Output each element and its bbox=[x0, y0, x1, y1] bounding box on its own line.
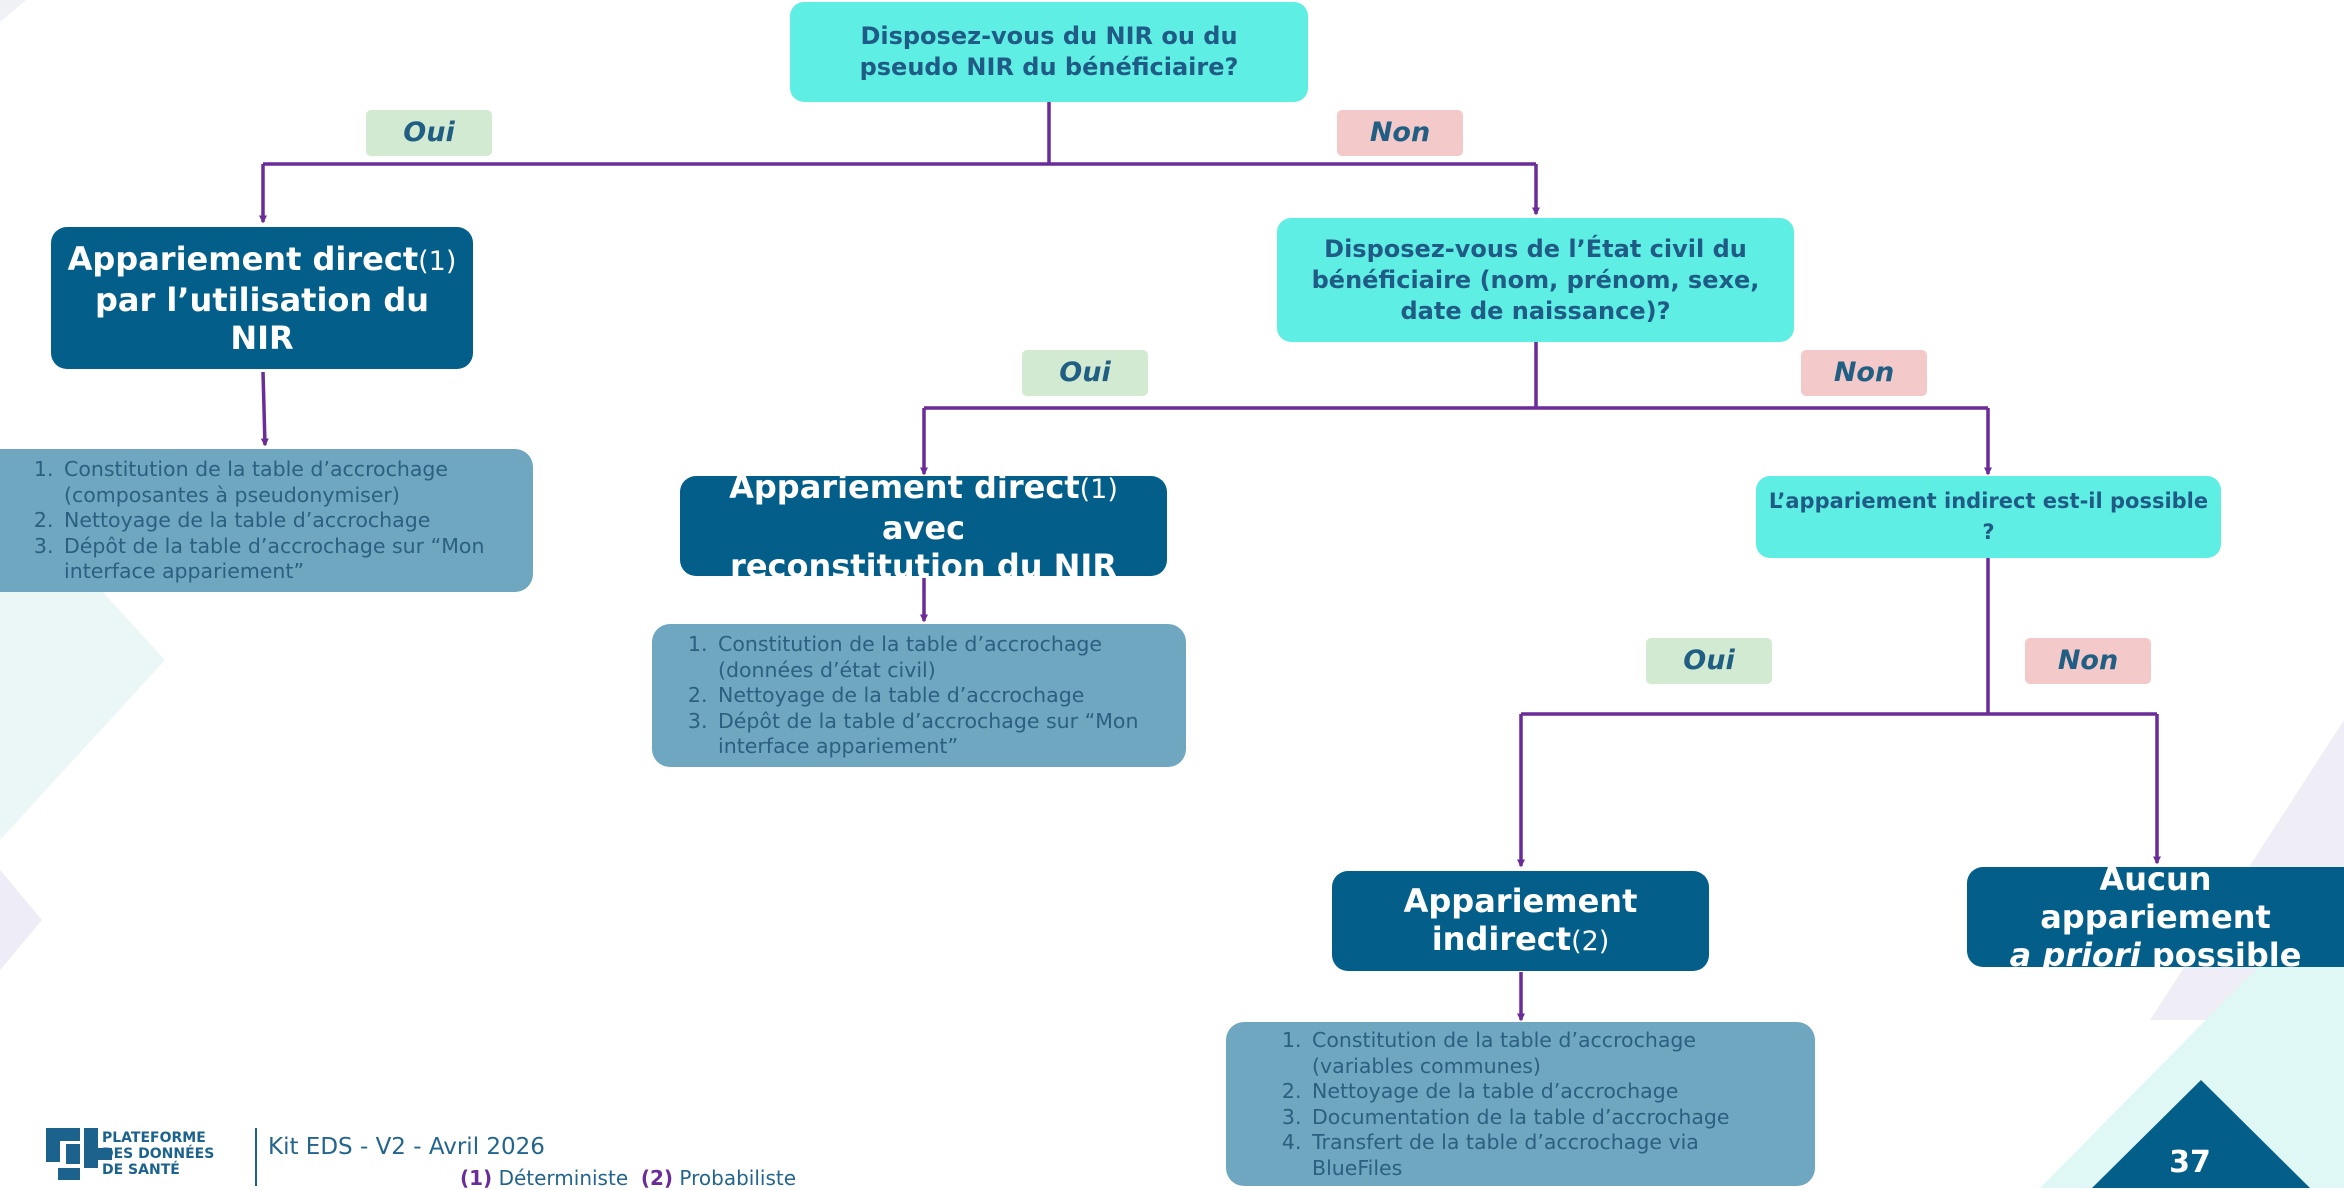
pds-logo-text: PLATEFORME DES DONNÉES DE SANTÉ bbox=[102, 1130, 214, 1178]
footer-divider bbox=[255, 1128, 257, 1186]
footer-legend: (1) Déterministe (2) Probabiliste bbox=[460, 1166, 796, 1190]
result-3-line2: indirect bbox=[1431, 919, 1572, 958]
result-aucun-appariement: Aucun appariement a priori possible bbox=[1967, 860, 2344, 974]
logo-text-line: DES DONNÉES bbox=[102, 1146, 215, 1162]
logo-text-line: DE SANTÉ bbox=[102, 1162, 180, 1178]
list-item: Dépôt de la table d’accrochage sur “Mon … bbox=[60, 534, 513, 585]
legend-2-number: (2) bbox=[640, 1166, 674, 1190]
list-item: Dépôt de la table d’accrochage sur “Mon … bbox=[714, 709, 1166, 760]
question-nir-text: Disposez-vous du NIR ou du pseudo NIR du… bbox=[859, 22, 1239, 81]
page-number-triangle bbox=[2092, 1080, 2310, 1188]
result-2-line2: reconstitution du NIR bbox=[730, 546, 1117, 585]
result-appariement-direct-nir: Appariement direct(1) par l’utilisation … bbox=[51, 227, 473, 369]
tag-oui-q2: Oui bbox=[1022, 350, 1148, 396]
list-item: Transfert de la table d’accrochage via B… bbox=[1308, 1130, 1795, 1181]
tag-non-q1: Non bbox=[1337, 110, 1463, 156]
steps-direct-reconstitution: Constitution de la table d’accrochage (d… bbox=[652, 624, 1186, 767]
tag-non-q2: Non bbox=[1801, 350, 1927, 396]
result-4-line2-rest: possible bbox=[2140, 936, 2302, 974]
list-item: Nettoyage de la table d’accrochage bbox=[60, 508, 513, 534]
page-number: 37 bbox=[2169, 1145, 2211, 1180]
logo-text-line: PLATEFORME bbox=[102, 1130, 206, 1146]
question-etat-civil: Disposez-vous de l’État civil du bénéfic… bbox=[1277, 218, 1794, 342]
steps-direct-nir-list: Constitution de la table d’accrochage (c… bbox=[0, 457, 513, 585]
steps-appariement-indirect: Constitution de la table d’accrochage (v… bbox=[1226, 1022, 1815, 1186]
result-4-line2-italic: a priori bbox=[2009, 936, 2141, 974]
result-1-ref: (1) bbox=[418, 245, 457, 277]
arrow-r1-to-steps1 bbox=[260, 371, 269, 447]
pds-logo-icon bbox=[46, 1128, 112, 1180]
steps-direct-reconstitution-list: Constitution de la table d’accrochage (d… bbox=[652, 632, 1166, 760]
left-diamond-lilac bbox=[0, 870, 42, 970]
result-2-title: Appariement direct bbox=[729, 467, 1080, 506]
result-1-title: Appariement direct bbox=[67, 239, 419, 278]
list-item: Constitution de la table d’accrochage (d… bbox=[714, 632, 1166, 683]
result-appariement-indirect: Appariement indirect(2) bbox=[1332, 871, 1709, 971]
question-etat-civil-text: Disposez-vous de l’État civil du bénéfic… bbox=[1311, 234, 1760, 325]
result-3-ref: (2) bbox=[1571, 925, 1610, 957]
result-appariement-direct-reconstitution: Appariement direct(1) avec reconstitutio… bbox=[680, 468, 1167, 585]
result-4-line1: Aucun appariement bbox=[2040, 860, 2271, 936]
tag-oui-q1: Oui bbox=[366, 110, 492, 156]
legend-1-text: Déterministe bbox=[498, 1166, 629, 1190]
list-item: Constitution de la table d’accrochage (c… bbox=[60, 457, 513, 508]
list-item: Documentation de la table d’accrochage bbox=[1308, 1105, 1795, 1131]
list-item: Nettoyage de la table d’accrochage bbox=[714, 683, 1166, 709]
steps-direct-nir: Constitution de la table d’accrochage (c… bbox=[0, 449, 533, 592]
result-1-line2: par l’utilisation du NIR bbox=[94, 280, 430, 357]
question-appariement-indirect: L’appariement indirect est-il possible ? bbox=[1756, 476, 2221, 558]
corner-triangle-top-left bbox=[0, 0, 26, 22]
list-item: Constitution de la table d’accrochage (v… bbox=[1308, 1028, 1795, 1079]
legend-1-number: (1) bbox=[460, 1166, 493, 1190]
tag-oui-q3: Oui bbox=[1646, 638, 1772, 684]
question-nir: Disposez-vous du NIR ou du pseudo NIR du… bbox=[790, 2, 1308, 102]
footer-kit-label: Kit EDS - V2 - Avril 2026 bbox=[268, 1134, 545, 1160]
list-item: Nettoyage de la table d’accrochage bbox=[1308, 1079, 1795, 1105]
legend-2-text: Probabiliste bbox=[679, 1166, 797, 1190]
tag-non-q3: Non bbox=[2025, 638, 2151, 684]
result-2-title-suffix: avec bbox=[881, 508, 966, 547]
pds-logo: PLATEFORME DES DONNÉES DE SANTÉ bbox=[44, 1126, 234, 1186]
result-3-line1: Appariement bbox=[1403, 881, 1638, 920]
result-2-ref: (1) bbox=[1079, 473, 1118, 505]
question-appariement-indirect-text: L’appariement indirect est-il possible ? bbox=[1768, 489, 2209, 544]
steps-appariement-indirect-list: Constitution de la table d’accrochage (v… bbox=[1226, 1028, 1795, 1181]
